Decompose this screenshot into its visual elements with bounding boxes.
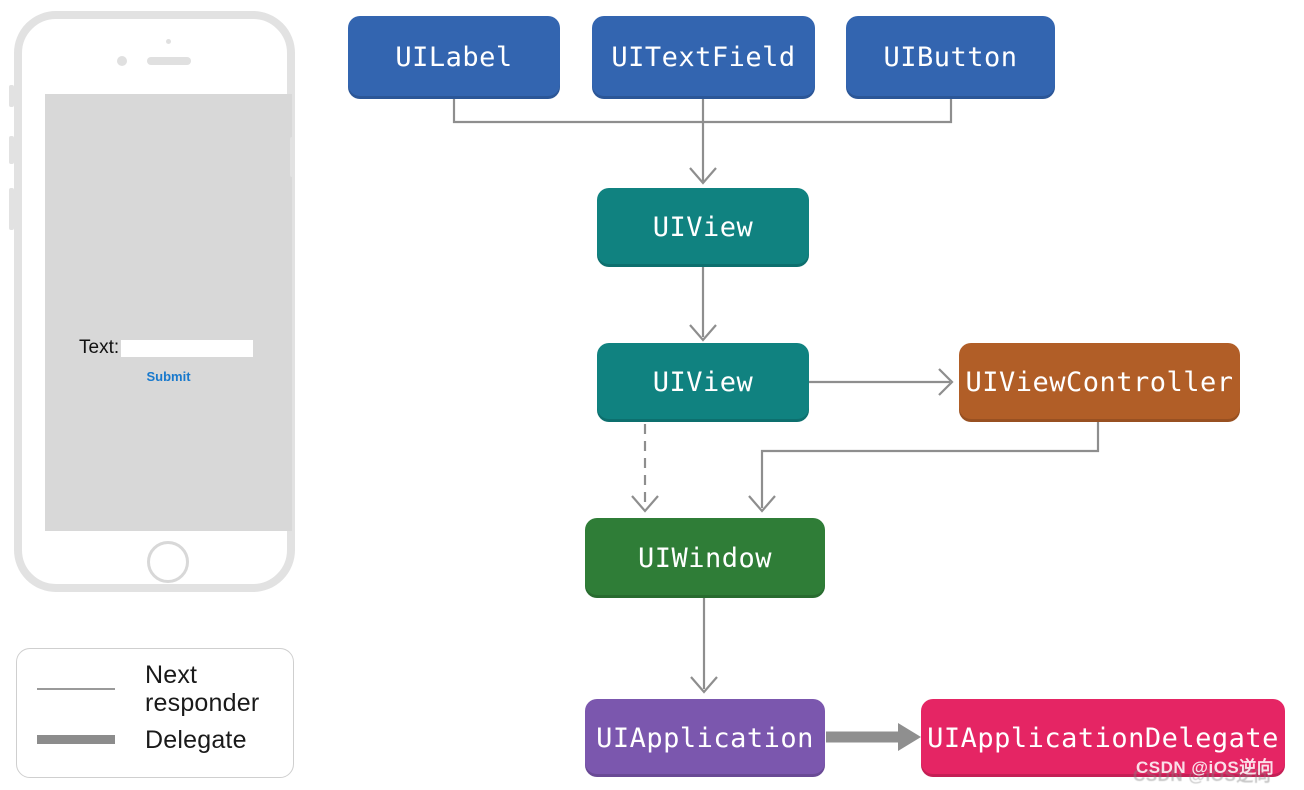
delegate-line-icon	[37, 735, 115, 745]
legend: Next responder Delegate	[16, 648, 294, 778]
legend-item-next-responder: Next responder	[37, 661, 293, 718]
watermark: CSDN @iOS逆向	[1136, 758, 1275, 777]
node-uiapplicationdelegate: UIApplicationDelegate	[921, 699, 1285, 777]
phone-speaker-icon	[147, 57, 191, 65]
home-button-icon	[147, 541, 189, 583]
node-uibutton: UIButton	[846, 16, 1055, 99]
arrowhead-controls-to-uiview-icon	[689, 167, 717, 185]
delegate-arrowhead-icon	[898, 723, 921, 751]
arrowhead-uiview-to-uiview-icon	[689, 324, 717, 342]
text-input[interactable]	[121, 339, 254, 357]
node-uiviewcontroller: UIViewController	[959, 343, 1240, 422]
node-uiview-root: UIView	[597, 343, 809, 422]
arrowhead-uiview-to-uiviewcontroller-icon	[938, 368, 954, 396]
submit-button[interactable]: Submit	[116, 368, 221, 385]
legend-label-next-responder: Next responder	[145, 661, 260, 718]
phone-sensor-dot-icon	[166, 39, 171, 44]
text-field-row: Text:	[79, 337, 254, 359]
text-label: Text:	[79, 337, 120, 358]
volume-up-button-icon	[9, 136, 14, 164]
arrowhead-uiview-to-uiwindow-icon	[631, 495, 659, 513]
power-button-icon	[290, 137, 295, 177]
node-uiwindow: UIWindow	[585, 518, 825, 598]
node-uiview-subview: UIView	[597, 188, 809, 267]
mute-switch-icon	[9, 85, 14, 107]
connector-top-bracket	[452, 99, 953, 124]
phone-camera-icon	[117, 56, 127, 66]
volume-down-button-icon	[9, 188, 14, 230]
node-uiapplication: UIApplication	[585, 699, 825, 777]
arrowhead-uiviewcontroller-to-uiwindow-icon	[748, 495, 776, 513]
delegate-arrow	[826, 723, 921, 751]
arrowhead-uiwindow-to-uiapplication-icon	[690, 676, 718, 694]
iphone-mockup: Text: Submit	[14, 11, 295, 592]
node-uilabel: UILabel	[348, 16, 560, 99]
node-uitextfield: UITextField	[592, 16, 815, 99]
connector-uiviewcontroller-to-uiwindow	[760, 422, 1100, 508]
next-responder-line-icon	[37, 688, 115, 691]
phone-screen: Text: Submit	[45, 94, 292, 531]
legend-label-delegate: Delegate	[145, 725, 247, 754]
legend-item-delegate: Delegate	[37, 726, 293, 754]
